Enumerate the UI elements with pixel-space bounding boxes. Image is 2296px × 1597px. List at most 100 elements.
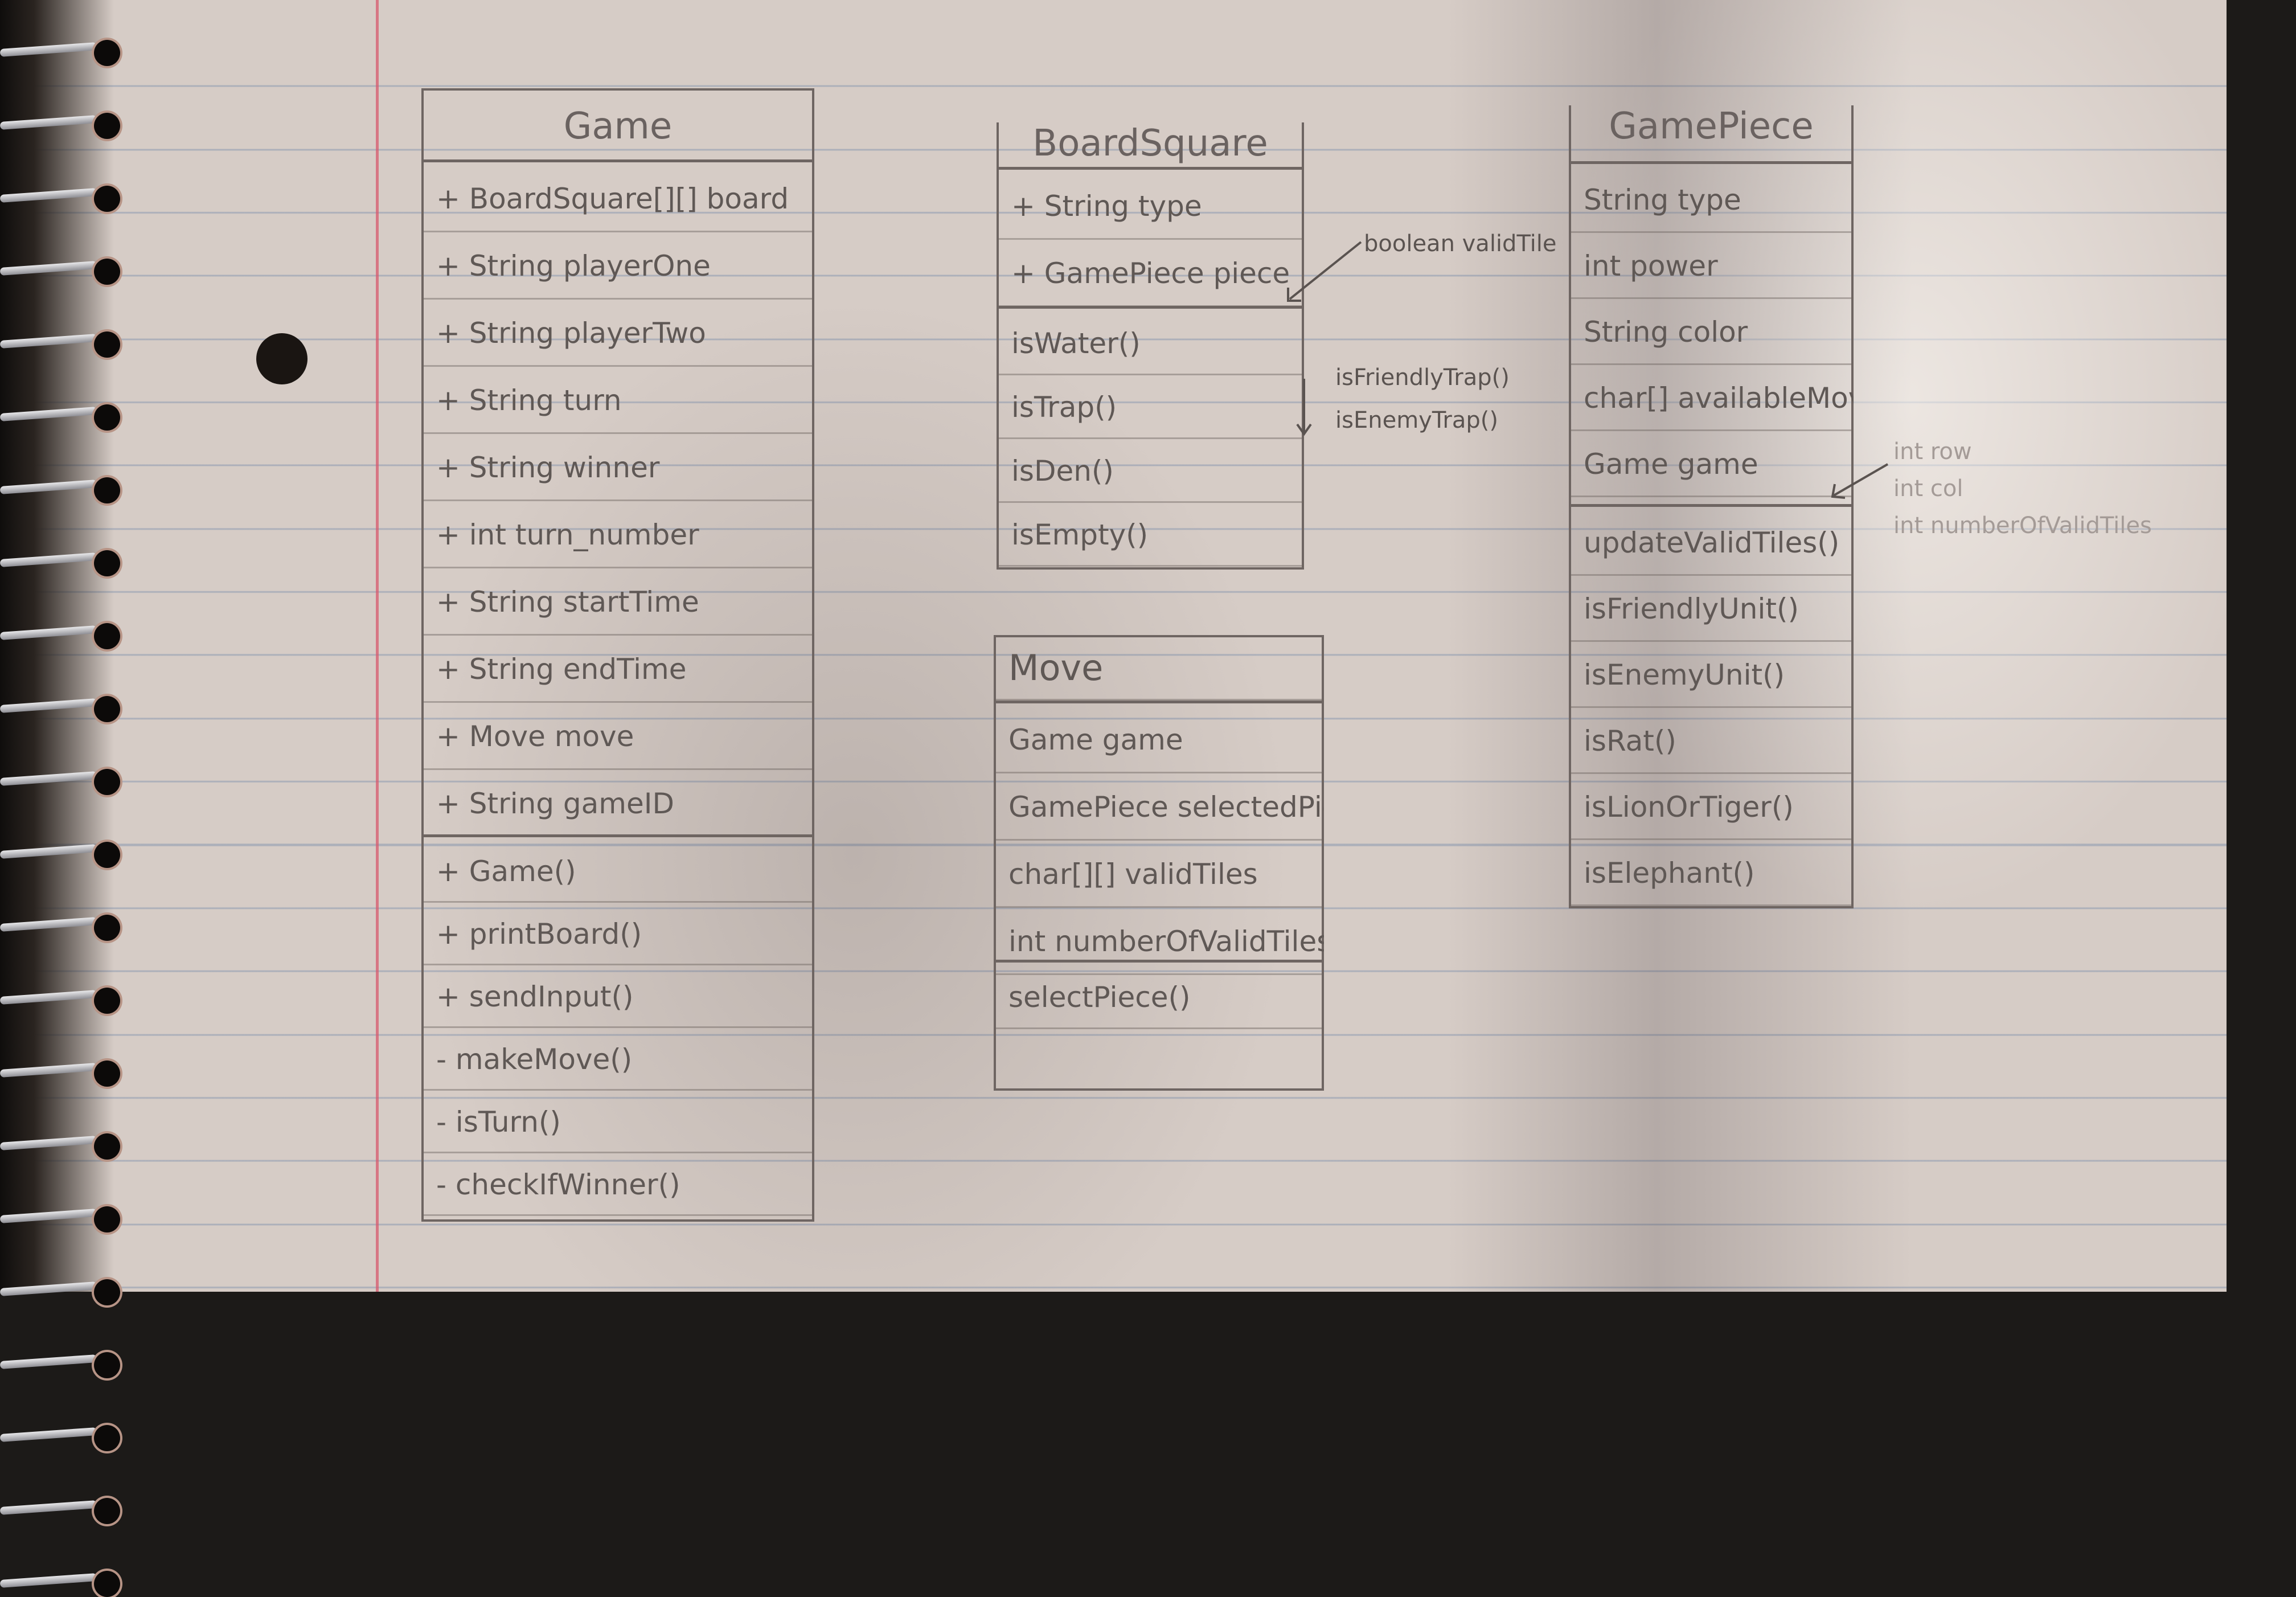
uml-member-row: + String endTime xyxy=(421,636,814,703)
class-boardsquare-title-divider xyxy=(997,167,1304,170)
binding-ring xyxy=(0,623,125,649)
binding-ring xyxy=(0,113,125,139)
ring-hole xyxy=(94,331,120,358)
ring-hole xyxy=(94,477,120,503)
insert-arrows xyxy=(1287,241,1889,499)
binding-ring xyxy=(0,331,125,358)
uml-member-row: + String gameID xyxy=(421,770,814,837)
uml-member-row: - checkIfWinner() xyxy=(421,1153,814,1216)
ring-wire xyxy=(0,1354,97,1369)
class-gamepiece-title-divider xyxy=(1569,161,1854,164)
arrowhead-gamepiece-fields xyxy=(1831,484,1846,499)
binding-ring xyxy=(0,1571,125,1597)
binding-ring xyxy=(0,186,125,212)
uml-member-row: - makeMove() xyxy=(421,1028,814,1091)
ring-hole xyxy=(94,1133,120,1160)
notebook-page xyxy=(0,0,2227,1292)
note-friendly-trap: isFriendlyTrap() xyxy=(1335,365,1510,391)
class-boardsquare: BoardSquare + String type+ GamePiece pie… xyxy=(997,122,1304,570)
uml-member-row: isFriendlyUnit() xyxy=(1569,576,1854,642)
binding-ring xyxy=(0,915,125,941)
ring-hole xyxy=(94,988,120,1014)
arrowhead-valid-tile xyxy=(1287,288,1301,302)
uml-member-row: String color xyxy=(1569,299,1854,365)
ring-hole xyxy=(94,113,120,139)
uml-member-row: + GamePiece piece xyxy=(997,240,1304,307)
ring-hole xyxy=(94,1206,120,1232)
binding-ring xyxy=(0,550,125,576)
uml-member-row: + Game() xyxy=(421,840,814,903)
uml-member-row: + String playerOne xyxy=(421,232,814,300)
uml-member-row: - isTurn() xyxy=(421,1091,814,1153)
binding-ring xyxy=(0,1206,125,1232)
uml-member-row: char[] availableMoves xyxy=(1569,365,1854,431)
ring-hole xyxy=(94,1498,120,1524)
binding-ring xyxy=(0,842,125,868)
class-game: Game + BoardSquare[][] board+ String pla… xyxy=(421,88,814,1222)
ring-hole xyxy=(94,1425,120,1451)
binding-ring xyxy=(0,40,125,66)
uml-member-row: + String startTime xyxy=(421,568,814,636)
ring-hole xyxy=(94,842,120,868)
ring-hole xyxy=(94,769,120,795)
ring-hole xyxy=(94,915,120,941)
binding-ring xyxy=(0,1352,125,1378)
binding-ring xyxy=(0,1425,125,1451)
uml-member-row: String type xyxy=(1569,167,1854,233)
class-move-border xyxy=(994,635,1324,1091)
ring-wire xyxy=(0,1500,97,1515)
arrow-gamepiece-fields xyxy=(1832,463,1889,497)
binding-ring xyxy=(0,696,125,722)
arrowhead-traps xyxy=(1296,423,1312,436)
uml-member-row: isEnemyUnit() xyxy=(1569,642,1854,708)
uml-member-row: Game game xyxy=(994,706,1324,773)
uml-member-row: isEmpty() xyxy=(997,503,1304,567)
class-game-methods-divider xyxy=(421,834,814,837)
class-game-title: Game xyxy=(563,105,673,148)
uml-member-row: GamePiece selectedPiece xyxy=(994,773,1324,841)
note-int-row: int row xyxy=(1893,439,1972,465)
uml-member-row: isRat() xyxy=(1569,708,1854,774)
class-gamepiece-border xyxy=(1569,105,1854,908)
binding-ring xyxy=(0,259,125,285)
class-boardsquare-border xyxy=(997,122,1304,570)
uml-member-row: int numberOfValidTiles xyxy=(994,908,1324,975)
uml-member-row: + printBoard() xyxy=(421,903,814,965)
note-valid-tile: boolean validTile xyxy=(1364,231,1557,257)
class-move-title: Move xyxy=(994,635,1324,701)
ring-hole xyxy=(94,1571,120,1597)
uml-member-row: isLionOrTiger() xyxy=(1569,774,1854,840)
uml-member-row: + BoardSquare[][] board xyxy=(421,165,814,232)
uml-member-row: isTrap() xyxy=(997,375,1304,439)
note-number-of-valid-tiles: int numberOfValidTiles xyxy=(1893,513,2152,539)
ring-hole xyxy=(94,1060,120,1087)
note-int-col: int col xyxy=(1893,476,1963,502)
binding-ring xyxy=(0,404,125,431)
class-game-title-divider xyxy=(421,159,814,162)
ring-hole xyxy=(94,404,120,431)
ring-hole xyxy=(94,550,120,576)
uml-member-row: Game game xyxy=(1569,431,1854,497)
class-boardsquare-title: BoardSquare xyxy=(1032,122,1268,165)
ring-hole xyxy=(94,40,120,66)
class-move-title-divider xyxy=(994,701,1324,703)
class-boardsquare-methods-divider xyxy=(997,306,1304,309)
binding-ring xyxy=(0,1133,125,1160)
margin-line xyxy=(376,0,379,1292)
uml-member-row: isDen() xyxy=(997,439,1304,503)
binding-ring xyxy=(0,988,125,1014)
ring-hole xyxy=(94,259,120,285)
ring-wire xyxy=(0,1427,97,1442)
uml-member-row: selectPiece() xyxy=(994,965,1324,1029)
binding-ring xyxy=(0,477,125,503)
binding-ring xyxy=(0,1060,125,1087)
arrow-valid-tile xyxy=(1289,241,1362,300)
uml-member-row: int power xyxy=(1569,233,1854,299)
ring-wire xyxy=(0,1573,97,1588)
ring-hole xyxy=(94,186,120,212)
note-enemy-trap: isEnemyTrap() xyxy=(1335,407,1498,433)
ring-hole xyxy=(94,696,120,722)
class-game-border xyxy=(421,88,814,1222)
